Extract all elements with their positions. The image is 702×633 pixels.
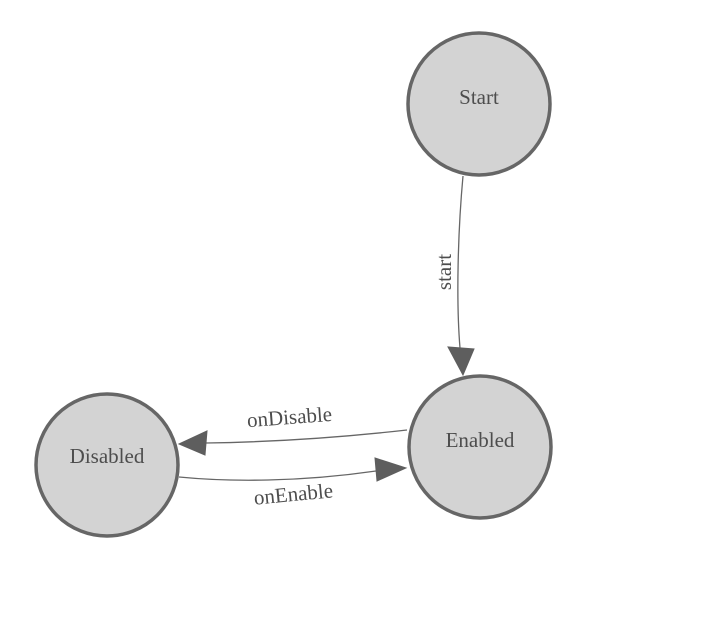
state-node-disabled: Disabled: [34, 392, 180, 538]
edge-start-to-enabled: start: [432, 175, 475, 377]
arrowhead-into-enabled-2: [374, 457, 408, 482]
state-node-enabled: Enabled: [407, 374, 553, 520]
edge-ondisable-line: [205, 429, 408, 444]
edge-label-ondisable: onDisable: [246, 402, 333, 432]
state-node-start: Start: [406, 31, 552, 177]
edge-disabled-to-enabled: onEnable: [178, 457, 408, 510]
edge-label-start: start: [432, 254, 456, 290]
arrowhead-into-disabled: [177, 430, 208, 456]
start-node-circle: [406, 31, 552, 177]
disabled-node-circle: [34, 392, 180, 538]
edge-enabled-to-disabled: onDisable: [177, 402, 408, 456]
start-node-label: Start: [459, 85, 499, 109]
arrowhead-into-enabled: [447, 346, 475, 377]
edge-label-onenable: onEnable: [253, 478, 334, 509]
edge-onenable-line: [178, 470, 377, 481]
enabled-node-label: Enabled: [446, 428, 515, 452]
enabled-node-circle: [407, 374, 553, 520]
edge-start-to-enabled-line: [457, 175, 464, 349]
disabled-node-label: Disabled: [70, 444, 145, 468]
